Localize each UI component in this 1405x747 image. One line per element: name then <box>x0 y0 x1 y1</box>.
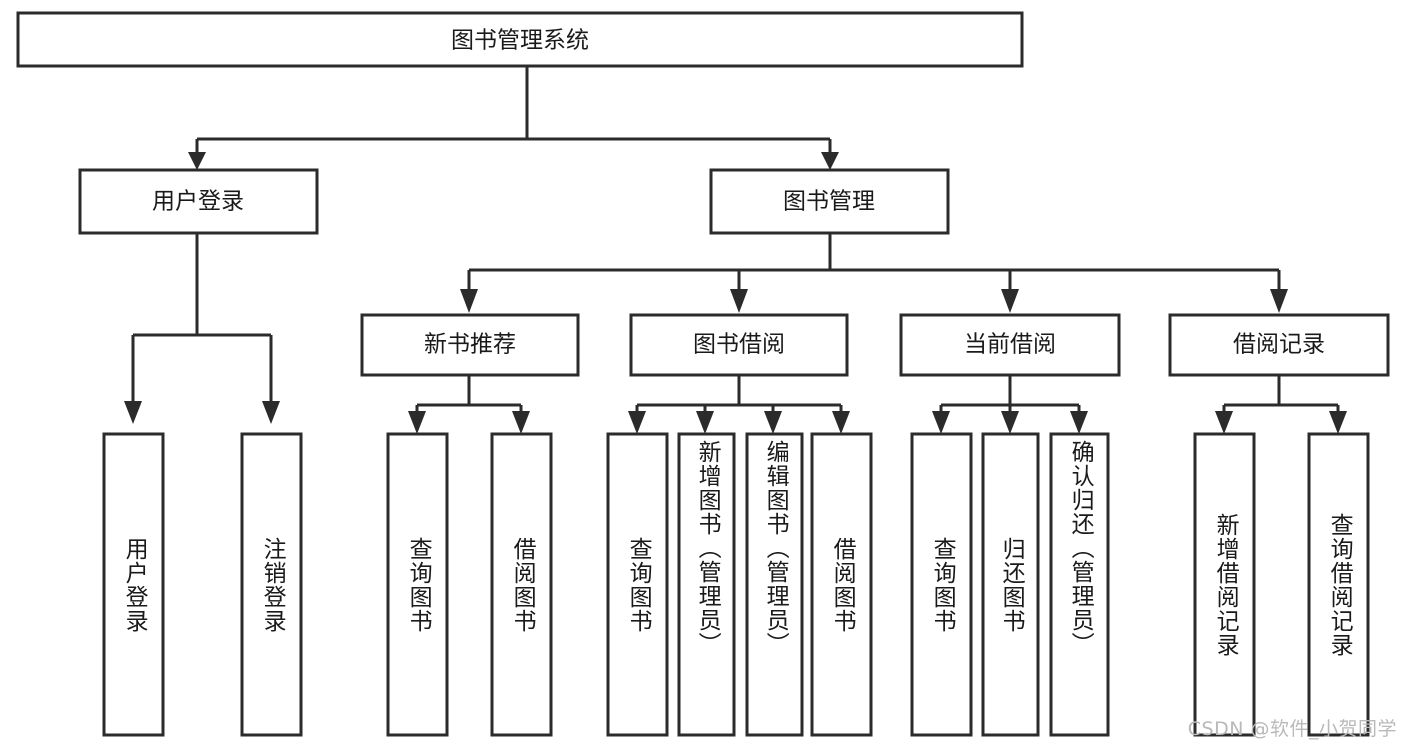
node-current-borrow-label: 当前借阅 <box>964 332 1056 358</box>
node-leaf-add-book-box[interactable] <box>677 432 736 737</box>
node-new-book-rec-box[interactable] <box>360 313 580 377</box>
arrow-head-leaf-user-login <box>124 401 142 424</box>
arrow-head-leaf-confirm-return <box>1070 411 1088 434</box>
connector-layer <box>124 67 1347 434</box>
arrow-head-borrow-record <box>1270 289 1288 313</box>
node-book-manage-box[interactable] <box>709 168 950 235</box>
node-leaf-return-book-box[interactable] <box>981 432 1040 737</box>
node-leaf-confirm-return-box[interactable] <box>1049 432 1110 737</box>
arrow-head-current-borrow <box>1001 289 1019 313</box>
arrow-head-leaf-borrow-book-1 <box>512 411 530 434</box>
node-borrow-record[interactable]: 借阅记录 <box>1168 313 1390 377</box>
arrow-head-new-book-rec <box>460 289 478 313</box>
arrow-head-leaf-query-book-3 <box>932 411 950 434</box>
arrow-head-book-borrow <box>730 289 748 313</box>
node-borrow-record-label: 借阅记录 <box>1233 332 1325 358</box>
node-leaf-borrow-book-2-box[interactable] <box>810 432 873 737</box>
arrow-head-leaf-add-book <box>696 411 714 434</box>
node-book-manage[interactable]: 图书管理 <box>709 168 950 235</box>
node-leaf-query-record-box[interactable] <box>1307 432 1370 737</box>
node-user-login-label: 用户登录 <box>152 189 244 215</box>
node-user-login-box[interactable] <box>78 168 319 235</box>
node-leaf-query-book-1-box[interactable] <box>386 432 449 737</box>
arrow-head-leaf-query-record <box>1329 411 1347 434</box>
node-user-login[interactable]: 用户登录 <box>78 168 319 235</box>
csdn-watermark: CSDN @软件_小贺同学 <box>1187 718 1397 740</box>
node-leaf-query-book-3-box[interactable] <box>910 432 973 737</box>
arrow-head-leaf-add-record <box>1215 411 1233 434</box>
node-book-borrow-label: 图书借阅 <box>693 332 785 358</box>
node-book-manage-label: 图书管理 <box>783 189 875 215</box>
node-root[interactable]: 图书管理系统 <box>16 11 1024 68</box>
arrow-head-leaf-return-book <box>1001 411 1019 434</box>
node-root-box[interactable] <box>16 11 1024 68</box>
node-leaf-logout-box[interactable] <box>240 432 303 737</box>
arrow-head-book-manage <box>821 152 839 170</box>
node-leaf-query-book-2-box[interactable] <box>606 432 669 737</box>
node-root-label: 图书管理系统 <box>451 28 589 54</box>
arrow-head-leaf-query-book-1 <box>408 411 426 434</box>
arrow-head-leaf-edit-book <box>764 411 782 434</box>
node-borrow-record-box[interactable] <box>1168 313 1390 377</box>
node-leaf-add-record-box[interactable] <box>1193 432 1256 737</box>
node-current-borrow[interactable]: 当前借阅 <box>899 313 1121 377</box>
node-leaf-borrow-book-1-box[interactable] <box>490 432 553 737</box>
arrow-head-user-login <box>188 152 206 170</box>
node-current-borrow-box[interactable] <box>899 313 1121 377</box>
node-book-borrow[interactable]: 图书借阅 <box>629 313 849 377</box>
node-leaf-edit-book-box[interactable] <box>745 432 804 737</box>
arrow-head-leaf-borrow-book-2 <box>832 411 850 434</box>
node-new-book-rec[interactable]: 新书推荐 <box>360 313 580 377</box>
node-new-book-rec-label: 新书推荐 <box>424 332 516 358</box>
node-book-borrow-box[interactable] <box>629 313 849 377</box>
arrow-head-leaf-query-book-2 <box>628 411 646 434</box>
node-leaf-user-login-box[interactable] <box>102 432 165 737</box>
arrow-head-leaf-logout <box>262 401 280 424</box>
